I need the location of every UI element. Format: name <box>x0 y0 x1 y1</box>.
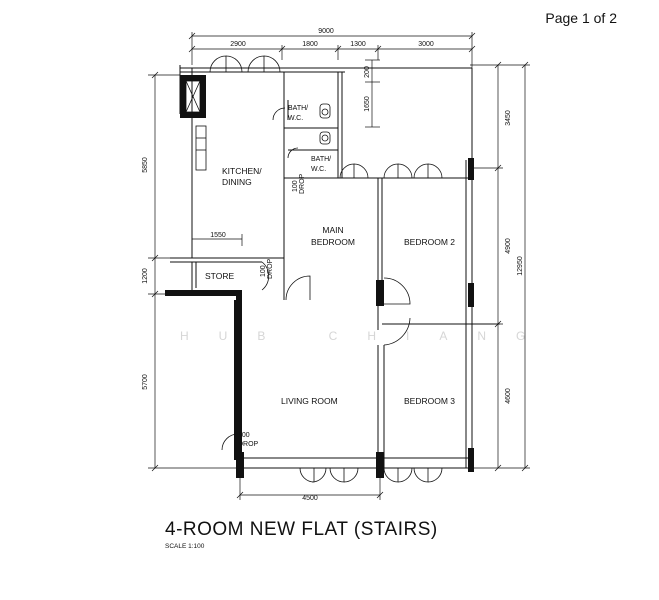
interior-walls <box>170 65 500 469</box>
plan-scale: SCALE 1:100 <box>165 543 205 550</box>
dim-top-total: 9000 <box>318 28 334 35</box>
dim-left-mid: 1200 <box>142 268 149 284</box>
dim-bath-v1: 1650 <box>364 96 371 112</box>
drop-value-3: 100 <box>238 432 250 439</box>
drop-label-2: DROP <box>267 258 274 279</box>
dimension-lines <box>148 32 530 500</box>
dim-bath-v2: 200 <box>364 66 371 78</box>
room-label-bath1-1: BATH/ <box>288 105 308 112</box>
room-label-store: STORE <box>205 271 234 281</box>
dim-top-seg2: 1800 <box>302 41 318 48</box>
plan-title: 4-ROOM NEW FLAT (STAIRS) <box>165 519 438 540</box>
structural-walls <box>165 75 474 478</box>
dim-store-width: 1550 <box>210 232 226 239</box>
room-label-bedroom-3: BEDROOM 3 <box>404 396 455 406</box>
dim-bottom-living: 4500 <box>302 495 318 502</box>
room-label-main-bedroom-2: BEDROOM <box>311 237 355 247</box>
room-label-bath2-1: BATH/ <box>311 156 331 163</box>
room-label-bedroom-2: BEDROOM 2 <box>404 237 455 247</box>
room-label-bath1-2: W.C. <box>288 115 303 122</box>
dim-top-seg4: 3000 <box>418 41 434 48</box>
dim-left-upper: 5850 <box>142 157 149 173</box>
doors-and-windows <box>185 55 443 483</box>
dim-left-lower: 5700 <box>142 374 149 390</box>
room-label-bath2-2: W.C. <box>311 166 326 173</box>
dim-top-seg3: 1300 <box>350 41 366 48</box>
drop-value-2: 100 <box>260 265 267 277</box>
watermark-text: HUB CHIANG <box>180 329 555 343</box>
dim-right-seg3: 4600 <box>505 388 512 404</box>
drop-label-3: DROP <box>238 441 259 448</box>
dim-top-seg1: 2900 <box>230 41 246 48</box>
page-indicator: Page 1 of 2 <box>545 10 617 26</box>
dim-right-total: 12950 <box>517 256 524 276</box>
room-label-kitchen-2: DINING <box>222 177 252 187</box>
dim-right-seg1: 3450 <box>505 110 512 126</box>
room-label-main-bedroom-1: MAIN <box>322 225 343 235</box>
room-label-kitchen-1: KITCHEN/ <box>222 166 262 176</box>
drop-value-1: 100 <box>292 180 299 192</box>
room-label-living: LIVING ROOM <box>281 396 338 406</box>
drop-label-1: DROP <box>299 173 306 194</box>
dim-right-seg2: 4900 <box>505 238 512 254</box>
